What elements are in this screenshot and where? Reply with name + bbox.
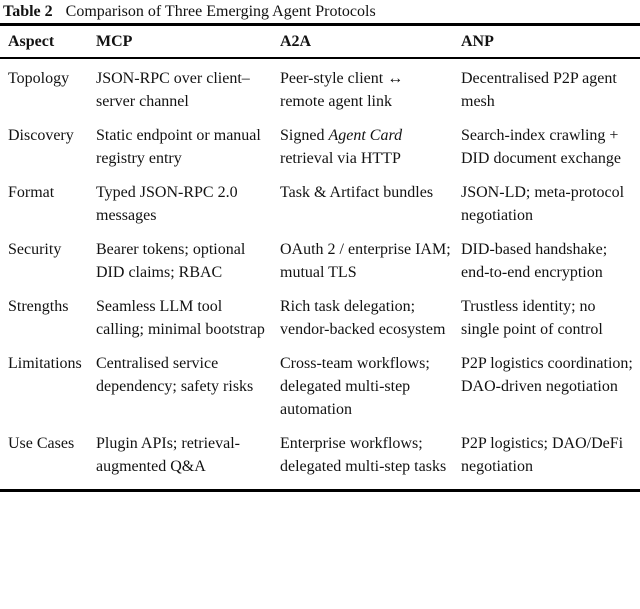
anp-cell: Search-index crawling + DID document exc… — [461, 127, 621, 167]
column-header-mcp: MCP — [96, 24, 280, 59]
column-header-anp: ANP — [461, 24, 640, 59]
anp-cell: JSON-LD; meta-protocol negotiation — [461, 184, 625, 224]
aspect-cell: Discovery — [8, 127, 74, 144]
mcp-cell: Bearer tokens; optional DID claims; RBAC — [96, 241, 246, 281]
a2a-cell: Task & Artifact bundles — [280, 184, 434, 201]
aspect-cell: Security — [8, 241, 62, 258]
table-row-limitations: Limitations Centralised service dependen… — [0, 352, 640, 432]
mcp-cell: JSON-RPC over client–server channel — [96, 70, 250, 110]
column-header-a2a: A2A — [280, 24, 461, 59]
a2a-cell: Signed Agent Card retrieval via HTTP — [280, 124, 461, 181]
anp-cell: DID-based handshake; end-to-end encrypti… — [461, 241, 608, 281]
aspect-cell: Topology — [8, 70, 70, 87]
anp-cell: Decentralised P2P agent mesh — [461, 70, 617, 110]
anp-cell: P2P logistics; DAO/DeFi negotiation — [461, 435, 624, 475]
mcp-cell: Centralised service dependency; safety r… — [96, 355, 254, 395]
a2a-cell: Rich task delegation; vendor-backed ecos… — [280, 298, 446, 338]
anp-cell: P2P logistics coordination; DAO-driven n… — [461, 355, 633, 395]
aspect-cell: Limitations — [8, 355, 82, 372]
table-row-use-cases: Use Cases Plugin APIs; retrieval-augment… — [0, 432, 640, 491]
protocol-comparison-table: Aspect MCP A2A ANP Topology JSON-RPC ove… — [0, 23, 640, 492]
table-caption: Table 2 Comparison of Three Emerging Agen… — [0, 0, 640, 23]
table-caption-label: Table 2 — [3, 3, 53, 20]
table-row-format: Format Typed JSON-RPC 2.0 messages Task … — [0, 181, 640, 238]
a2a-cell: Peer-style client ↔ remote agent link — [280, 70, 404, 110]
anp-cell: Trustless identity; no single point of c… — [461, 298, 603, 338]
mcp-cell: Plugin APIs; retrieval-augmented Q&A — [96, 435, 240, 475]
a2a-cell: Enterprise workflows; delegated multi-st… — [280, 435, 447, 475]
table-row-security: Security Bearer tokens; optional DID cla… — [0, 238, 640, 295]
agent-card-italic-text: Agent Card — [328, 127, 403, 144]
mcp-cell: Static endpoint or manual registry entry — [96, 127, 261, 167]
table-row-discovery: Discovery Static endpoint or manual regi… — [0, 124, 640, 181]
mcp-cell: Seamless LLM tool calling; minimal boots… — [96, 298, 265, 338]
mcp-cell: Typed JSON-RPC 2.0 messages — [96, 184, 238, 224]
a2a-cell: OAuth 2 / enterprise IAM; mutual TLS — [280, 241, 451, 281]
table-row-topology: Topology JSON-RPC over client–server cha… — [0, 58, 640, 124]
aspect-cell: Format — [8, 184, 55, 201]
header-row: Aspect MCP A2A ANP — [0, 24, 640, 59]
table-row-strengths: Strengths Seamless LLM tool calling; min… — [0, 295, 640, 352]
aspect-cell: Use Cases — [8, 435, 75, 452]
column-header-aspect: Aspect — [0, 24, 96, 59]
a2a-cell: Cross-team workflows; delegated multi-st… — [280, 355, 430, 418]
aspect-cell: Strengths — [8, 298, 69, 315]
a2a-cell-text-pre: Signed — [280, 127, 329, 144]
table-caption-text: Comparison of Three Emerging Agent Proto… — [65, 3, 376, 20]
a2a-cell-text-post: retrieval via HTTP — [280, 150, 401, 167]
